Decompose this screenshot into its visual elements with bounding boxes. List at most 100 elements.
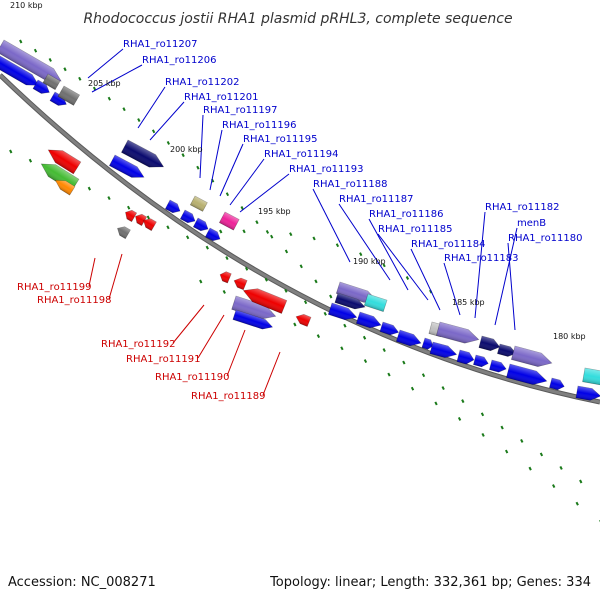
- feature-navy-block: [497, 343, 517, 357]
- gene-labels: RHA1_ro11207RHA1_ro11206RHA1_ro11202RHA1…: [17, 39, 583, 402]
- gene-label-reverse[interactable]: RHA1_ro11191: [126, 354, 201, 365]
- accession-text: Accession: NC_008271: [8, 575, 156, 590]
- gene-label-forward[interactable]: menB: [517, 218, 546, 229]
- feature-cds: [355, 311, 382, 329]
- leader-line: [91, 64, 143, 93]
- gene-label-reverse[interactable]: RHA1_ro11198: [37, 295, 112, 306]
- gene-label-forward[interactable]: RHA1_ro11195: [243, 134, 318, 145]
- gene-label-forward[interactable]: RHA1_ro11183: [444, 253, 519, 264]
- tick-mark: [284, 288, 288, 293]
- leader-line: [226, 329, 246, 377]
- tick-mark: [19, 39, 23, 44]
- tick-mark: [335, 243, 340, 248]
- tick-mark: [225, 192, 230, 197]
- tick-mark: [205, 245, 209, 250]
- gene-label-forward[interactable]: RHA1_ro11201: [184, 92, 259, 103]
- gene-label-forward[interactable]: RHA1_ro11185: [378, 224, 453, 235]
- tick-mark: [222, 289, 226, 294]
- tick-mark: [242, 229, 246, 234]
- gene-label-forward[interactable]: RHA1_ro11180: [508, 233, 583, 244]
- leader-line: [199, 114, 204, 179]
- gene-label-forward[interactable]: RHA1_ro11207: [123, 39, 198, 50]
- gene-label-forward[interactable]: RHA1_ro11194: [264, 149, 339, 160]
- gene-label-forward[interactable]: RHA1_ro11187: [339, 194, 414, 205]
- gene-label-forward[interactable]: RHA1_ro11188: [313, 179, 388, 190]
- tick-mark: [359, 252, 363, 257]
- feature-purple-block: [436, 321, 480, 344]
- tick-mark: [323, 311, 327, 316]
- tick-mark: [528, 466, 532, 471]
- tick-mark: [314, 279, 318, 284]
- leader-line: [87, 48, 124, 79]
- tick-mark: [240, 206, 244, 210]
- tick-mark: [387, 372, 391, 377]
- leader-line: [368, 218, 409, 291]
- feature-cds: [108, 154, 145, 178]
- tick-mark: [457, 416, 462, 421]
- feature-cds: [379, 321, 400, 336]
- tick-mark: [441, 386, 445, 391]
- tick-mark: [421, 373, 426, 378]
- tick-mark: [33, 48, 38, 53]
- gene-label-reverse[interactable]: RHA1_ro11189: [191, 391, 266, 402]
- feature-cds: [32, 79, 50, 94]
- tick-mark: [151, 129, 156, 134]
- feature-cds: [421, 337, 434, 350]
- feature-gray-block: [117, 226, 131, 240]
- tick-mark: [107, 196, 111, 201]
- gene-label-forward[interactable]: RHA1_ro11184: [411, 239, 486, 250]
- gene-label-forward[interactable]: RHA1_ro11186: [369, 209, 444, 220]
- gene-label-forward[interactable]: RHA1_ro11196: [222, 120, 297, 131]
- tick-mark: [48, 57, 52, 62]
- leader-line: [209, 129, 223, 191]
- leader-line: [494, 227, 518, 326]
- tick-mark: [461, 399, 465, 404]
- gene-features: [0, 39, 600, 401]
- feature-red-block: [233, 277, 248, 291]
- tick-mark: [434, 401, 438, 406]
- feature-cds: [429, 341, 458, 358]
- tick-mark: [166, 225, 170, 230]
- feature-cds: [179, 209, 196, 224]
- feature-navy-block: [478, 335, 501, 352]
- gene-label-forward[interactable]: RHA1_ro11197: [203, 105, 278, 116]
- tick-mark: [402, 360, 406, 365]
- leader-line: [219, 143, 244, 197]
- gene-label-forward[interactable]: RHA1_ro11202: [165, 77, 240, 88]
- tick-mark: [166, 141, 171, 145]
- feature-cds: [164, 199, 181, 214]
- scale-label: 190 kbp: [353, 257, 386, 266]
- tick-mark: [107, 96, 111, 101]
- tick-mark: [244, 266, 249, 271]
- tick-marks: [9, 39, 600, 523]
- gene-label-reverse[interactable]: RHA1_ro11192: [101, 339, 176, 350]
- feature-cds: [0, 55, 40, 86]
- gene-label-forward[interactable]: RHA1_ro11206: [142, 55, 217, 66]
- feature-red-block: [47, 149, 82, 175]
- tick-mark: [480, 412, 485, 417]
- feature-cds: [192, 217, 209, 232]
- tick-mark: [225, 256, 229, 261]
- tick-mark: [410, 386, 415, 391]
- tick-mark: [559, 466, 563, 470]
- gene-label-reverse[interactable]: RHA1_ro11199: [17, 282, 92, 293]
- gene-label-forward[interactable]: RHA1_ro11193: [289, 164, 364, 175]
- leader-line: [229, 158, 265, 206]
- leader-line: [410, 248, 441, 311]
- scale-label: 210 kbp: [10, 1, 43, 10]
- gene-label-reverse[interactable]: RHA1_ro11190: [155, 372, 230, 383]
- feature-cds: [456, 349, 475, 365]
- gene-label-forward[interactable]: RHA1_ro11182: [485, 202, 560, 213]
- leader-line: [474, 211, 486, 319]
- feature-navy-block: [334, 292, 366, 310]
- tick-mark: [520, 439, 524, 443]
- tick-mark: [363, 359, 368, 364]
- tick-mark: [181, 153, 185, 158]
- backbone-line: [0, 73, 600, 404]
- feature-cds: [395, 329, 422, 347]
- tick-mark: [504, 449, 509, 454]
- tick-mark: [382, 263, 386, 268]
- tick-mark: [312, 236, 316, 241]
- scale-label: 180 kbp: [553, 332, 586, 341]
- tick-mark: [500, 425, 504, 430]
